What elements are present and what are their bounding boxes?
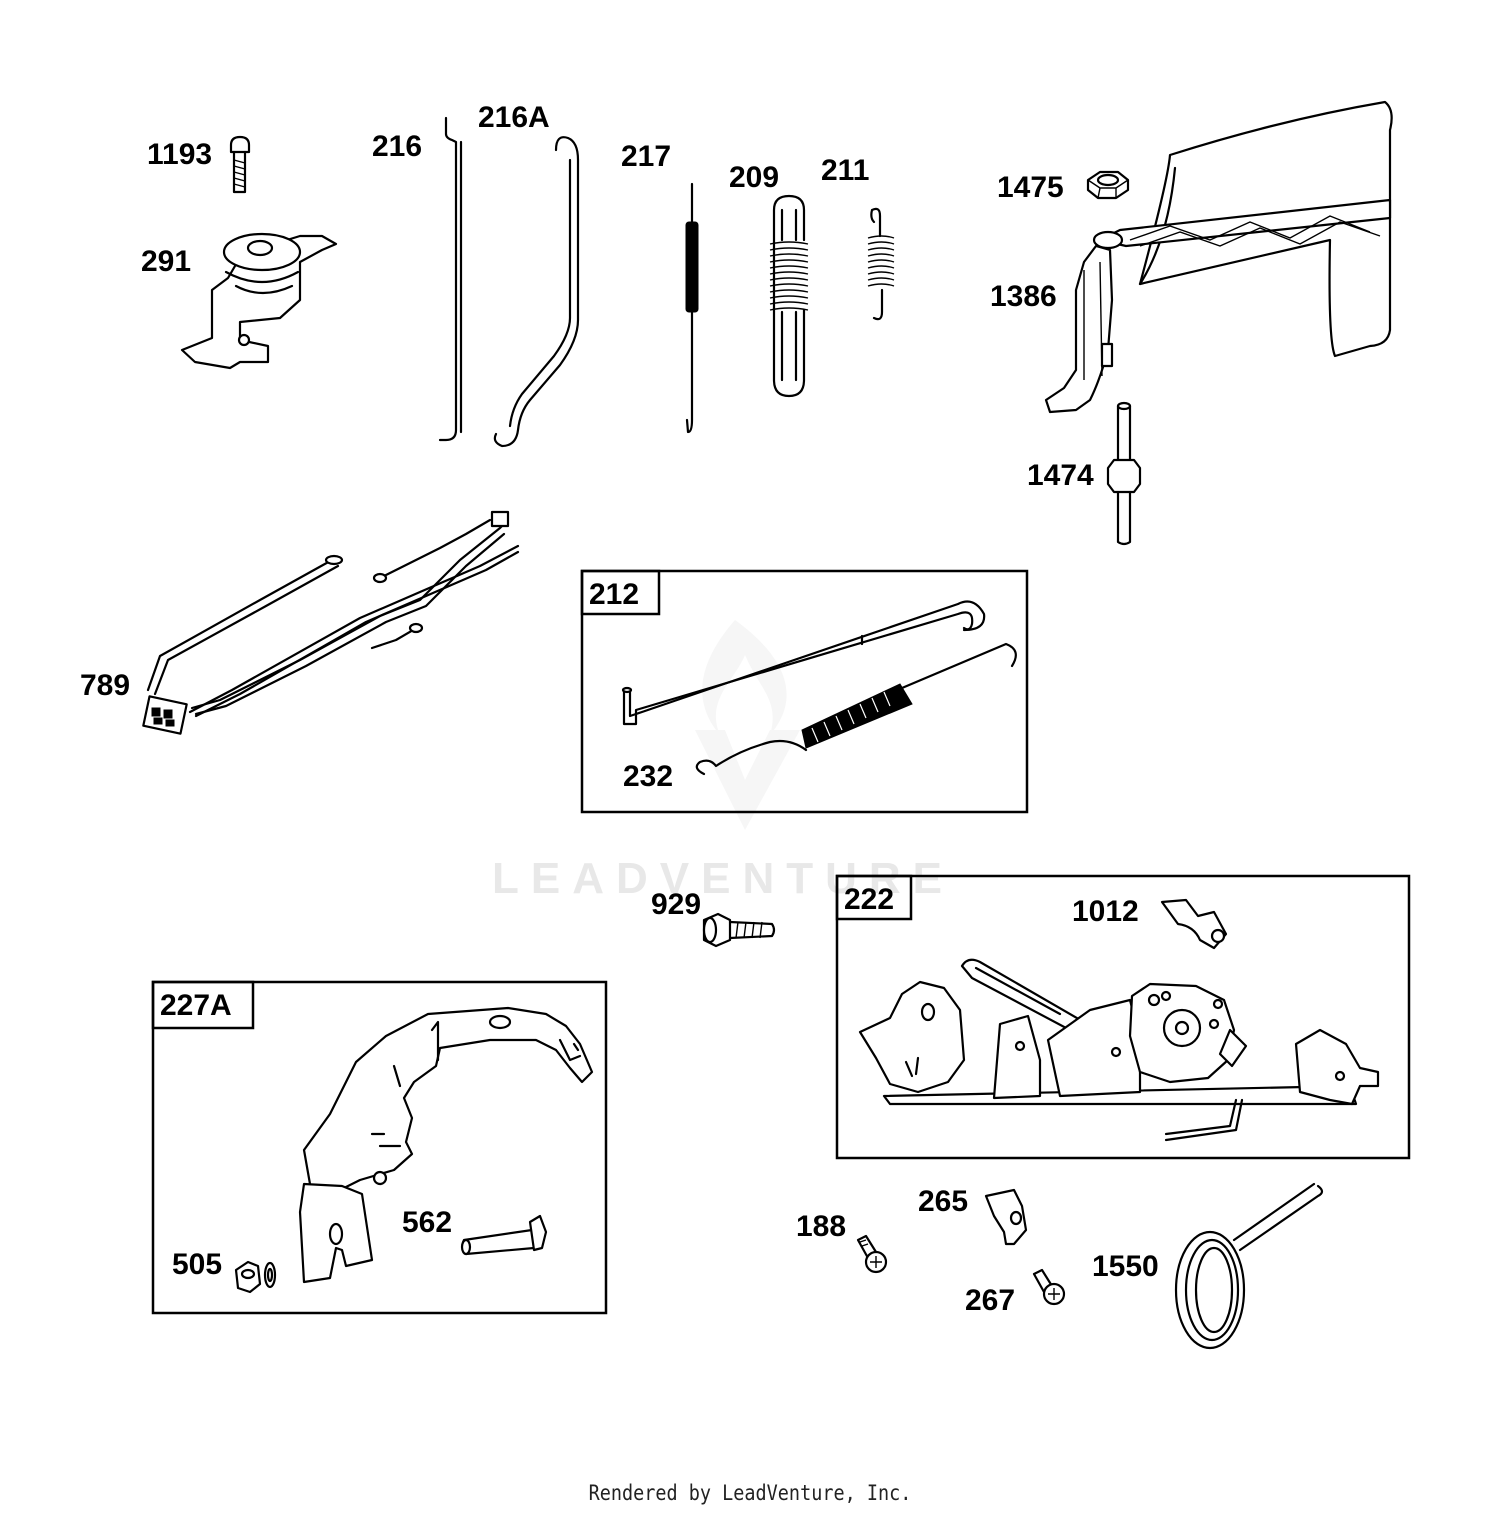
callout-232: 232: [623, 760, 673, 793]
spring-232-part: [695, 642, 1017, 776]
screw-188-part: [856, 1234, 888, 1274]
callout-789: 789: [80, 669, 130, 702]
watermark-text: LEADVENTURE: [492, 854, 954, 903]
clip-265-part: [984, 1188, 1028, 1246]
rod-216-part: [438, 116, 463, 442]
screw-1193-part: [229, 135, 251, 194]
screw-267-part: [1032, 1268, 1066, 1306]
callout-217: 217: [621, 140, 671, 173]
callout-929: 929: [651, 888, 701, 921]
spring-217-part: [685, 182, 699, 434]
box-227a-label: 227A: [160, 989, 232, 1022]
box-222-frame: [835, 874, 1411, 1160]
bolt-929-part: [702, 912, 776, 948]
clip-1012-part: [1160, 898, 1228, 950]
spring-209-part: [769, 194, 809, 398]
callout-1474: 1474: [1027, 459, 1094, 492]
spring-1550-part: [1174, 1182, 1324, 1350]
control-bracket-222-part: [858, 958, 1380, 1142]
governor-bracket-291-part: [180, 232, 338, 370]
callout-1386: 1386: [990, 280, 1057, 313]
box-212-tab: [580, 569, 661, 616]
callout-211: 211: [821, 154, 869, 187]
callout-1550: 1550: [1092, 1250, 1159, 1283]
nut-505-part: [234, 1260, 277, 1294]
box-222-label: 222: [844, 883, 894, 916]
callout-505: 505: [172, 1248, 222, 1281]
pin-562-part: [460, 1214, 548, 1256]
callout-562: 562: [402, 1206, 452, 1239]
callout-267: 267: [965, 1284, 1015, 1317]
callout-1012: 1012: [1072, 895, 1139, 928]
stud-1474-part: [1106, 401, 1142, 546]
callout-188: 188: [796, 1210, 846, 1243]
box-227a-tab: [151, 980, 255, 1030]
wiring-harness-789-part: [142, 510, 520, 735]
bracket-227a-part: [298, 1006, 594, 1284]
nut-1475-part: [1086, 170, 1130, 200]
throttle-link-212-part: [621, 600, 986, 726]
box-212-label: 212: [589, 578, 639, 611]
box-227a-frame: [151, 980, 608, 1315]
callout-291: 291: [141, 245, 191, 278]
air-vane-1386-part: [1044, 100, 1393, 414]
footer-credit: Rendered by LeadVenture, Inc.: [588, 1481, 912, 1505]
watermark-logo: [695, 620, 800, 830]
box-222-tab: [835, 874, 913, 921]
callout-216a: 216A: [478, 101, 550, 134]
box-212-frame: [580, 569, 1029, 814]
spring-211-part: [867, 207, 895, 321]
callout-216: 216: [372, 130, 422, 163]
callout-1193: 1193: [147, 138, 212, 171]
callout-265: 265: [918, 1185, 968, 1218]
callout-1475: 1475: [997, 171, 1064, 204]
callout-209: 209: [729, 161, 779, 194]
rod-216a-part: [493, 136, 580, 448]
